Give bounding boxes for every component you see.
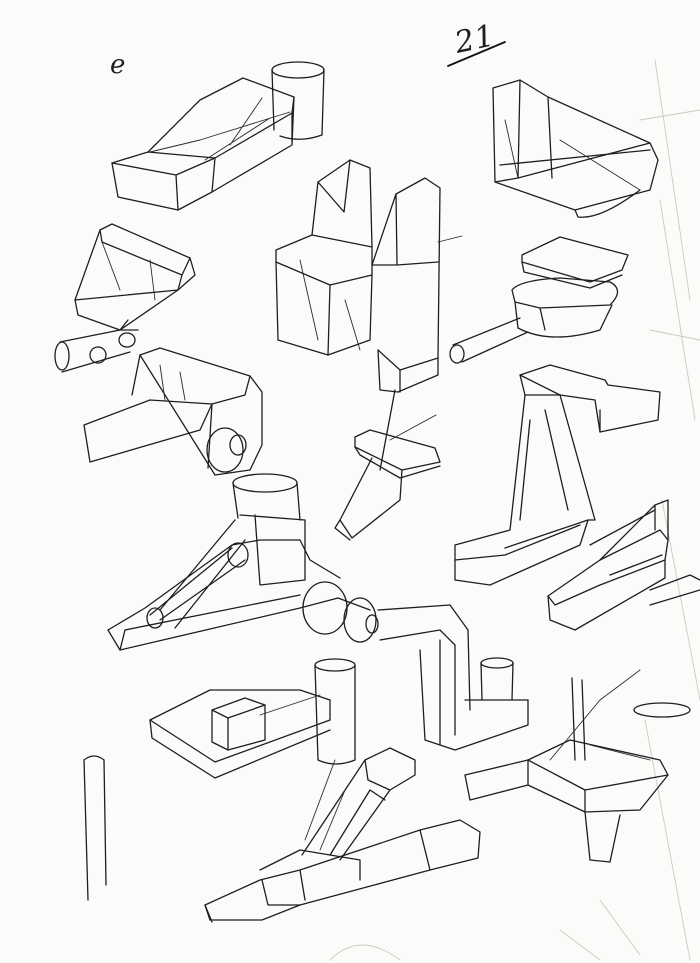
sketch-vertical-post <box>83 755 107 901</box>
sketch-twin-pillar-blocks <box>275 159 463 393</box>
page-mark-underline <box>447 41 506 67</box>
sketch-right-slanted-plate <box>547 499 700 631</box>
sketch-stand-with-disc <box>464 669 691 863</box>
sketch-lower-slanted-bridge <box>204 747 481 923</box>
sketch-tapered-block-pivot <box>54 223 196 373</box>
sketch-angled-bracket <box>334 389 441 541</box>
sketch-bracket-arm <box>83 347 263 476</box>
sketch-plate-box-cylinder <box>149 658 356 779</box>
sketch-tall-wedge <box>492 79 659 218</box>
corner-mark: e <box>110 50 126 80</box>
sketch-triangle-frame-cylinders <box>107 473 379 651</box>
sketch-l-bracket-cylinder <box>377 604 529 751</box>
bleed-through-marks <box>329 59 700 961</box>
sketch-slanted-ramp <box>454 364 661 586</box>
sketch-wedge-with-cylinder <box>111 61 325 211</box>
sketch-lidded-box-with-rod <box>449 236 629 364</box>
